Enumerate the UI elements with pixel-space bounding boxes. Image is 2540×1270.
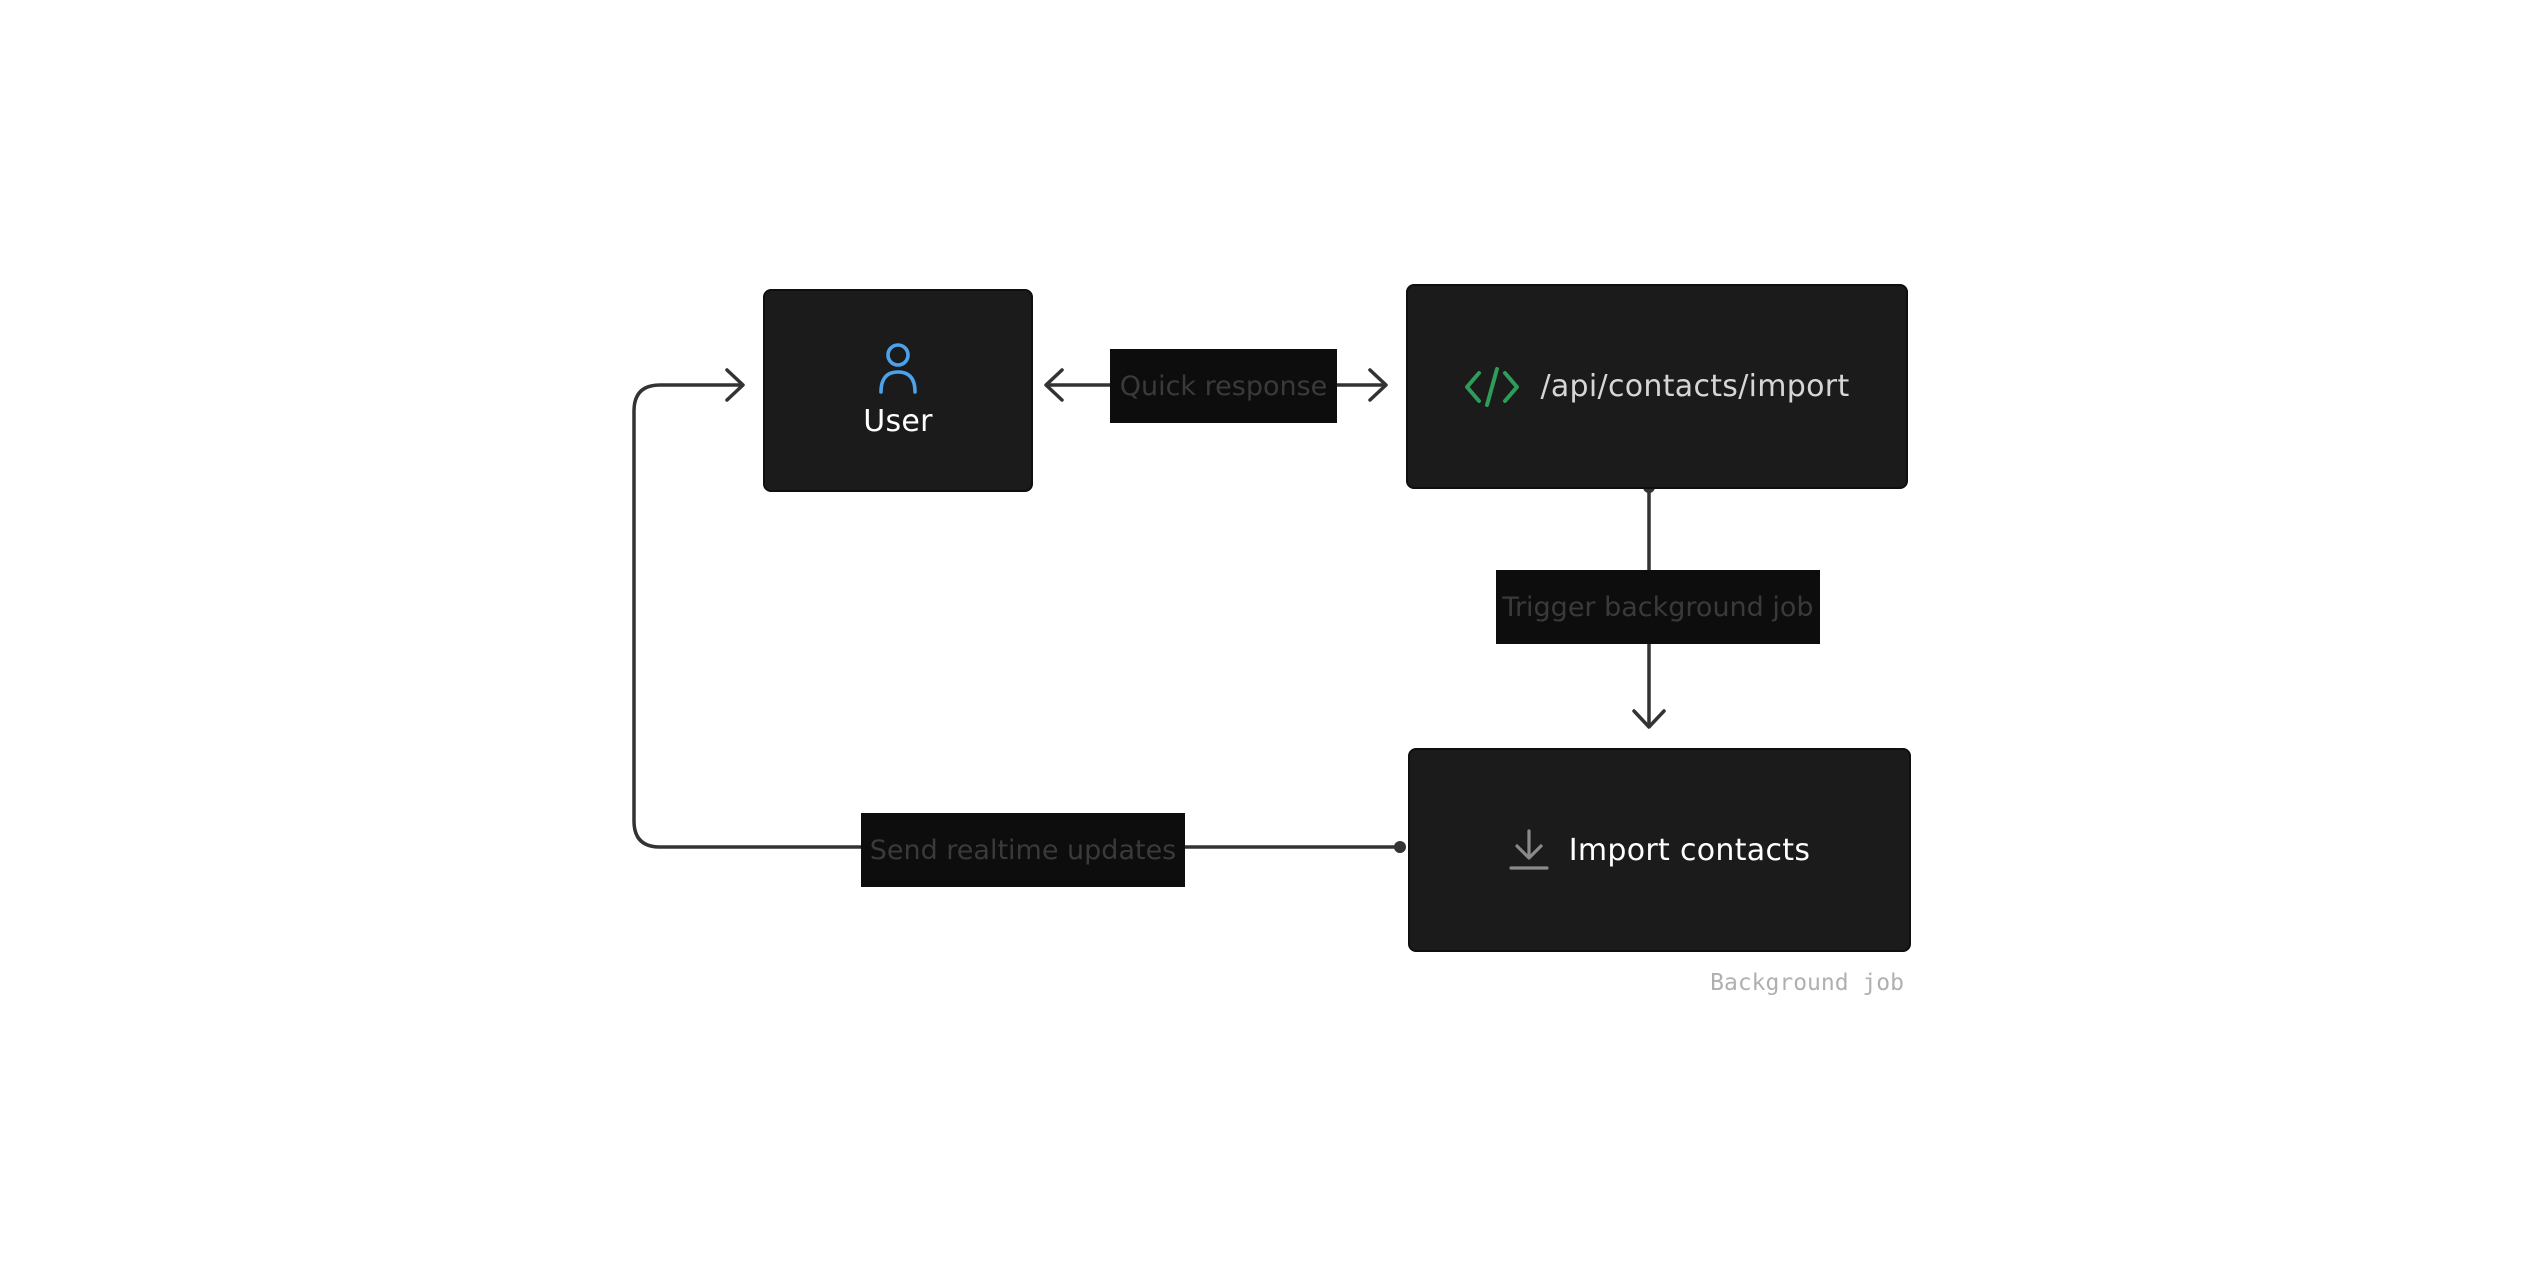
user-node-label: User [863,404,933,439]
arrowhead-to-import [1632,709,1666,729]
download-icon [1509,829,1549,871]
user-icon [877,342,919,394]
edge-label-send-realtime-updates: Send realtime updates [861,813,1185,887]
import-contacts-node[interactable]: Import contacts [1408,748,1911,952]
connector-dot-import [1394,841,1406,853]
connector-import-user [632,383,1400,849]
api-endpoint-node[interactable]: /api/contacts/import [1406,284,1908,489]
edge-label-trigger-background-job: Trigger background job [1496,570,1820,644]
api-endpoint-label: /api/contacts/import [1540,369,1850,404]
arrowhead-to-user [1044,368,1064,402]
background-job-caption: Background job [1710,970,1904,996]
import-contacts-label: Import contacts [1568,832,1811,868]
arrowhead-loop-to-user [725,368,745,402]
user-node[interactable]: User [763,289,1033,492]
arrowhead-to-api [1368,368,1388,402]
edge-label-quick-response: Quick response [1110,349,1337,423]
code-icon [1464,366,1520,407]
